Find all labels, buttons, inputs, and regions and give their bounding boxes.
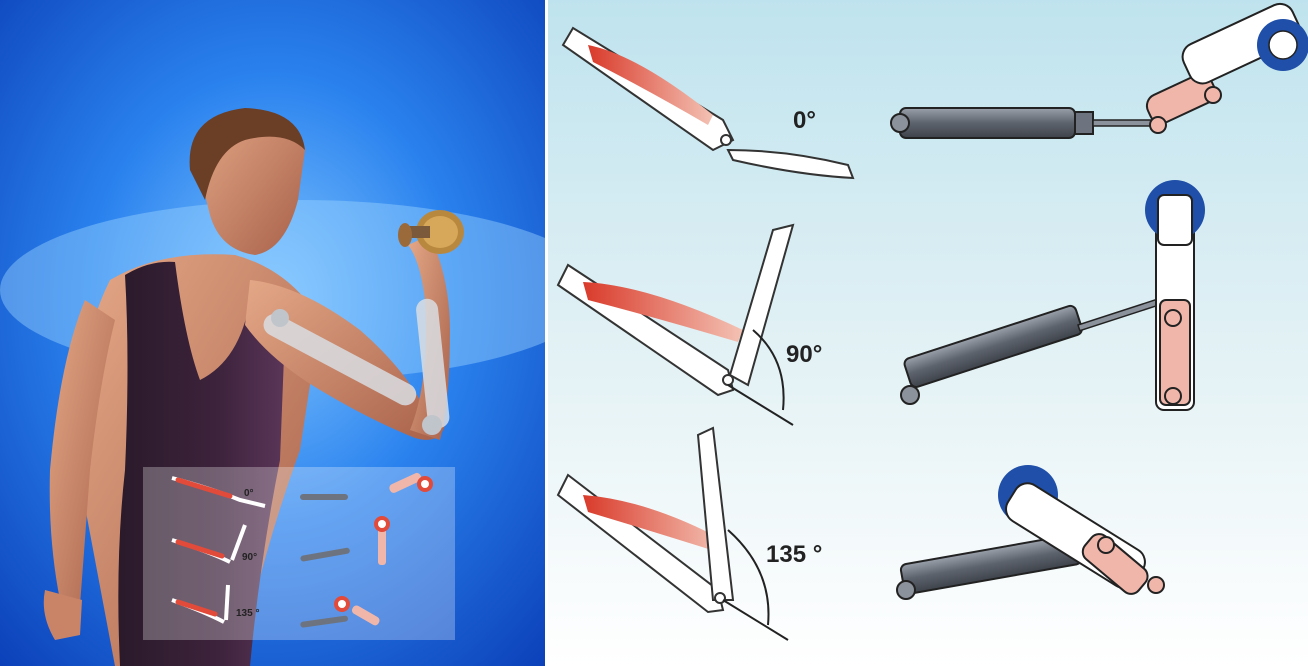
athlete-illustration: 0° 90° 135 °	[0, 0, 545, 666]
elbow-joint	[715, 593, 725, 603]
angle-label-90: 90°	[786, 341, 822, 368]
elbow-joint	[723, 375, 733, 385]
inset-overlay: 0° 90° 135 °	[143, 467, 455, 640]
athlete-illustration-panel: 0° 90° 135 °	[0, 0, 545, 666]
mechanism-diagram-panel: 0° 90°	[548, 0, 1308, 666]
elbow-joint	[721, 135, 731, 145]
angle-label-0: 0°	[793, 107, 816, 134]
angle-label-135: 135 °	[766, 541, 822, 568]
inset-angle-label-135: 135 °	[236, 608, 259, 619]
mechanism-diagram: 0° 90°	[548, 0, 1308, 666]
hydraulic-cylinder	[900, 108, 1075, 138]
exo-elbow-joint	[422, 415, 442, 435]
inset-angle-label-90: 90°	[242, 552, 257, 563]
exo-shoulder-joint	[271, 309, 289, 327]
inset-angle-label-0: 0°	[244, 488, 254, 499]
